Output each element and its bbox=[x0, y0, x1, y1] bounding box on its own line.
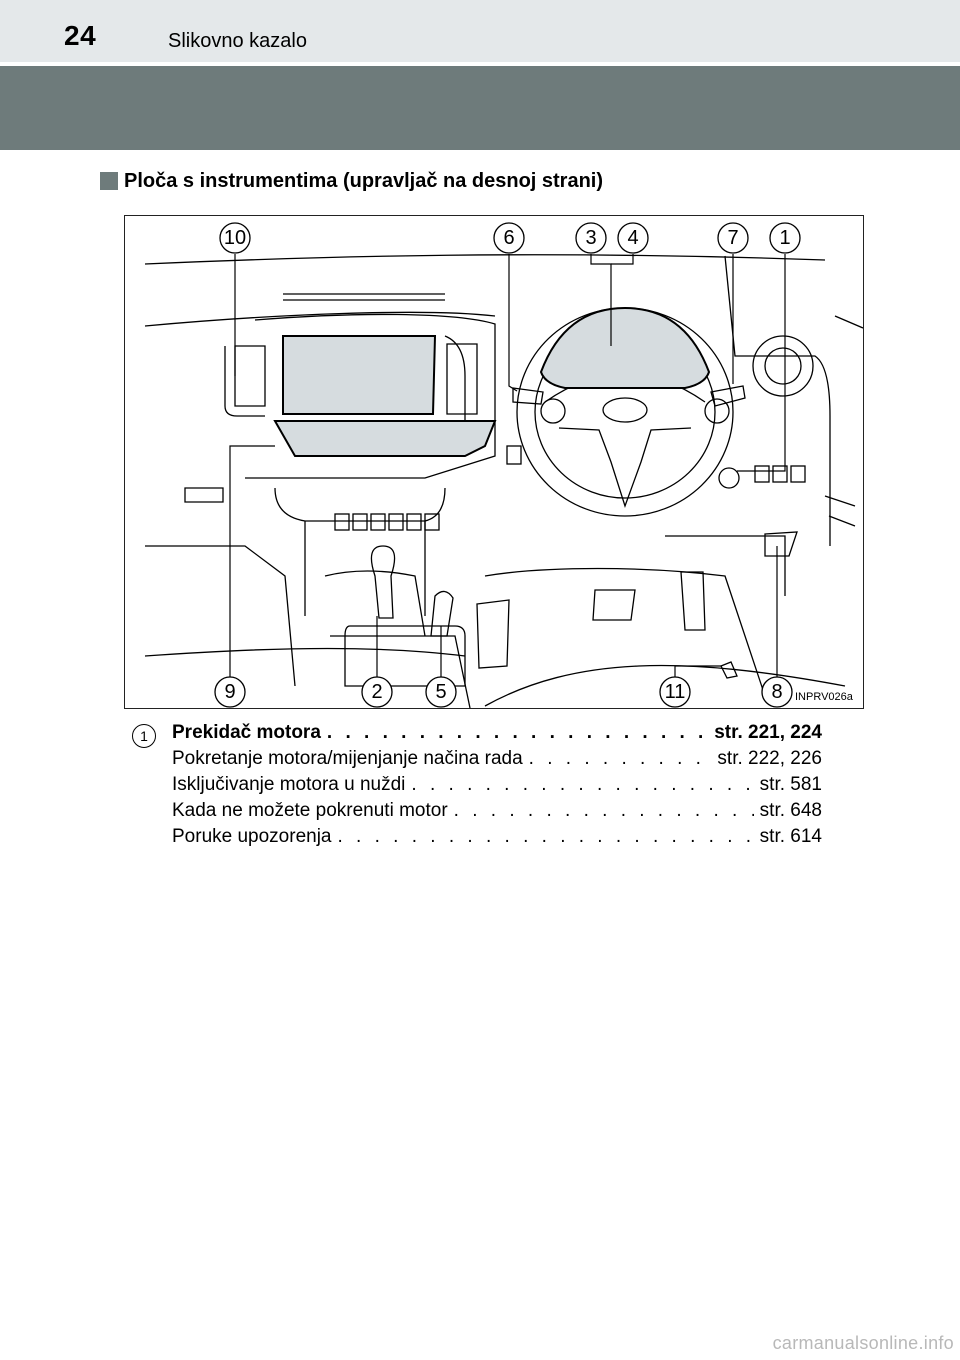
entry-row-main[interactable]: Prekidač motora str. 221, 224 bbox=[172, 722, 822, 748]
svg-text:10: 10 bbox=[224, 227, 246, 249]
entry-row-item[interactable]: Pokretanje motora/mijenjanje načina rada… bbox=[172, 748, 822, 774]
svg-text:4: 4 bbox=[627, 227, 638, 249]
entry-label: Kada ne možete pokrenuti motor bbox=[172, 800, 448, 821]
svg-text:7: 7 bbox=[727, 227, 738, 249]
dot-leader bbox=[327, 722, 708, 744]
square-bullet-icon bbox=[100, 172, 118, 190]
callout-5: 5 bbox=[425, 676, 457, 708]
entry-row-item[interactable]: Poruke upozorenja str. 614 bbox=[172, 826, 822, 852]
svg-text:9: 9 bbox=[224, 681, 235, 703]
figure-code: INPRV026a bbox=[795, 691, 854, 703]
callout-8: 8 bbox=[761, 676, 793, 708]
callout-3: 3 bbox=[575, 222, 607, 254]
svg-text:11: 11 bbox=[665, 681, 686, 703]
svg-text:3: 3 bbox=[585, 227, 596, 249]
dashboard-illustration: 10 6 3 4 7 1 9 2 bbox=[124, 215, 864, 709]
callout-9: 9 bbox=[214, 676, 246, 708]
entry-page: str. 221, 224 bbox=[714, 722, 822, 743]
header-band bbox=[0, 66, 960, 150]
dashboard-drawing: 10 6 3 4 7 1 9 2 bbox=[144, 222, 863, 708]
svg-text:5: 5 bbox=[435, 681, 446, 703]
entry-page: str. 614 bbox=[759, 826, 822, 847]
entry-row-item[interactable]: Kada ne možete pokrenuti motor str. 648 bbox=[172, 800, 822, 826]
page-number: 24 bbox=[64, 20, 97, 51]
entry-page: str. 648 bbox=[759, 800, 822, 821]
subsection-heading: Ploča s instrumentima (upravljač na desn… bbox=[124, 170, 604, 192]
callout-11: 11 bbox=[659, 676, 691, 708]
entry-label: Pokretanje motora/mijenjanje načina rada bbox=[172, 748, 523, 769]
section-title: Slikovno kazalo bbox=[168, 30, 307, 52]
callout-4: 4 bbox=[617, 222, 649, 254]
watermark: carmanualsonline.info bbox=[772, 1333, 954, 1353]
entry-page: str. 581 bbox=[759, 774, 822, 795]
svg-text:6: 6 bbox=[503, 227, 514, 249]
entry-number-badge: 1 bbox=[132, 724, 156, 748]
callout-1: 1 bbox=[769, 222, 801, 254]
svg-text:1: 1 bbox=[779, 227, 790, 249]
svg-text:8: 8 bbox=[771, 681, 782, 703]
entry-label: Isključivanje motora u nuždi bbox=[172, 774, 406, 795]
entry-row-item[interactable]: Isključivanje motora u nuždi str. 581 bbox=[172, 774, 822, 800]
entry-label: Poruke upozorenja bbox=[172, 826, 332, 847]
header-strip bbox=[0, 0, 960, 62]
dot-leader bbox=[529, 748, 712, 770]
callout-6: 6 bbox=[493, 222, 525, 254]
dot-leader bbox=[411, 774, 753, 796]
entry-page: str. 222, 226 bbox=[717, 748, 822, 769]
entry-title: Prekidač motora bbox=[172, 722, 321, 743]
dot-leader bbox=[338, 826, 754, 848]
dot-leader bbox=[454, 800, 754, 822]
callout-2: 2 bbox=[361, 676, 393, 708]
callout-7: 7 bbox=[717, 222, 749, 254]
svg-text:2: 2 bbox=[371, 681, 382, 703]
callout-10: 10 bbox=[219, 222, 251, 254]
